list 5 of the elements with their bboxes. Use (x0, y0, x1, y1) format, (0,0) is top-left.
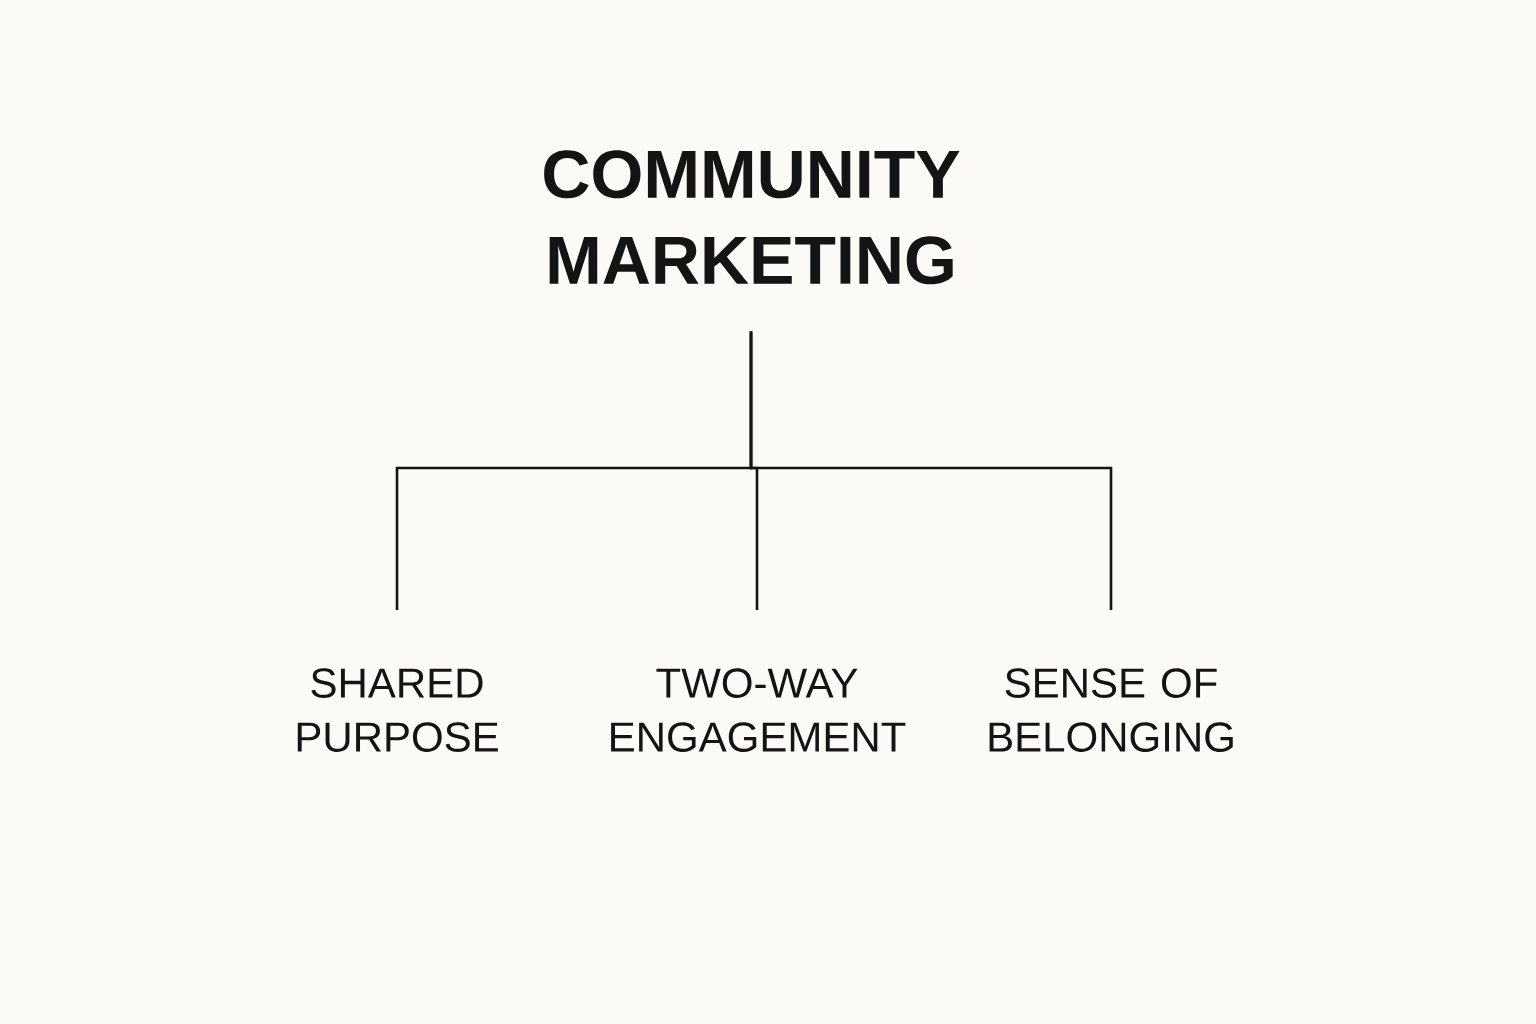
heading-text: COMMUNITY MARKETING (544, 150, 960, 285)
branch-label: SHARED PURPOSE (297, 668, 498, 752)
connector-line (749, 331, 1113, 610)
branch-label: SENSE OF BELONGING (989, 668, 1233, 752)
branch-label: TWO-WAY ENGAGEMENT (611, 668, 906, 752)
